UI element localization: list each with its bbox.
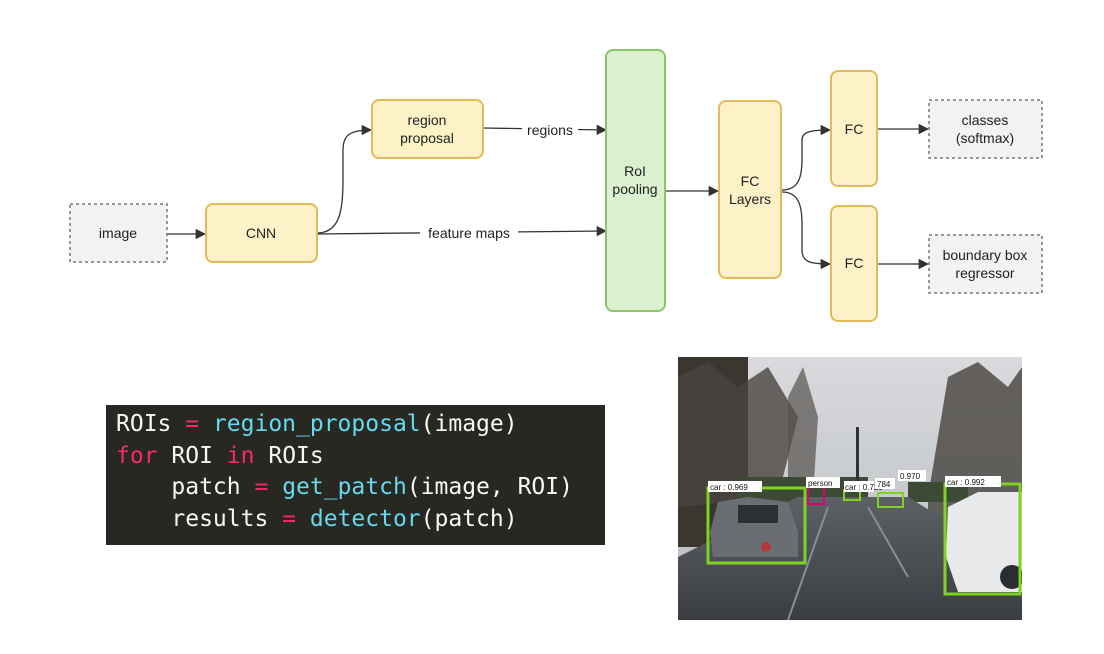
edge-fc-layers-fc-top	[781, 124, 832, 191]
node-fc-bottom-label: FC	[845, 255, 864, 271]
node-cnn-label: CNN	[246, 225, 276, 241]
code-token: (image, ROI)	[406, 474, 573, 500]
code-panel: ROIs = region_proposal(image) for ROI in…	[106, 405, 605, 545]
node-region-proposal-label-1: region	[408, 112, 447, 128]
node-fc-layers: FC Layers	[718, 100, 782, 279]
node-fc-top: FC	[830, 70, 878, 187]
code-token: =	[268, 505, 310, 532]
code-line-3: patch = get_patch(image, ROI)	[116, 472, 605, 504]
node-bbox-label-2: regressor	[955, 265, 1014, 281]
node-fc-bottom: FC	[830, 205, 878, 322]
node-classes-label-1: classes	[962, 112, 1009, 128]
node-roi-pooling-label-1: RoI	[624, 163, 646, 179]
node-roi-pooling: RoI pooling	[605, 49, 666, 312]
edge-label-regions: regions	[527, 122, 573, 138]
code-token: =	[171, 411, 213, 437]
code-token: detector	[309, 505, 421, 532]
code-token: ROIs	[116, 411, 172, 437]
code-token: region_proposal	[212, 411, 421, 437]
node-fc-top-label: FC	[845, 121, 864, 137]
detection-label: car : 0.992	[947, 478, 985, 487]
code-token: results	[171, 505, 269, 532]
node-image-label: image	[99, 225, 137, 241]
node-fc-layers-label-2: Layers	[729, 191, 771, 207]
detection-label: 0.970	[900, 472, 921, 481]
rcnn-pipeline-diagram: regions feature maps image CNN region pr…	[69, 49, 1043, 322]
detection-box-car-784: 784 0.970	[875, 470, 926, 508]
detection-label: 784	[877, 480, 891, 489]
code-token: ROIs	[254, 442, 324, 469]
code-token: (patch)	[420, 505, 518, 532]
node-bbox-regressor: boundary box regressor	[928, 234, 1043, 294]
code-token: ROI	[157, 442, 227, 469]
node-classes-label-2: (softmax)	[956, 130, 1014, 146]
detection-label: person	[808, 479, 832, 488]
code-token	[116, 474, 171, 500]
node-roi-pooling-label-2: pooling	[612, 181, 657, 197]
code-line-2: for ROI in ROIs	[116, 441, 605, 473]
node-region-proposal-label-2: proposal	[400, 130, 454, 146]
edge-cnn-region-proposal	[316, 124, 373, 234]
code-token	[116, 506, 171, 532]
edge-fc-layers-fc-bottom	[781, 191, 832, 270]
code-token: get_patch	[282, 474, 407, 500]
code-line-1: ROIs = region_proposal(image)	[116, 409, 605, 441]
detection-box-car-0992: car : 0.992	[943, 476, 1022, 596]
code-token: in	[226, 442, 255, 469]
detection-photo: car : 0.969 person car : 0.723 784 0.970…	[678, 357, 1022, 620]
code-token: (image)	[420, 411, 518, 437]
node-image: image	[69, 203, 168, 263]
node-classes: classes (softmax)	[928, 99, 1043, 159]
node-fc-layers-label-1: FC	[741, 173, 760, 189]
detection-label: car : 0.723	[845, 483, 883, 492]
code-token: for	[116, 442, 158, 469]
code-token: patch	[171, 474, 241, 500]
node-cnn: CNN	[205, 203, 318, 263]
node-region-proposal: region proposal	[371, 99, 484, 159]
node-bbox-label-1: boundary box	[943, 247, 1028, 263]
edge-label-feature-maps: feature maps	[428, 225, 510, 241]
detection-box-car-0969: car : 0.969	[706, 481, 807, 565]
detection-label: car : 0.969	[710, 483, 748, 492]
detection-box-person: person	[806, 477, 840, 505]
detection-box-car-0723: car : 0.723	[843, 481, 883, 501]
code-line-4: results = detector(patch)	[116, 504, 605, 536]
code-token: =	[240, 474, 283, 500]
